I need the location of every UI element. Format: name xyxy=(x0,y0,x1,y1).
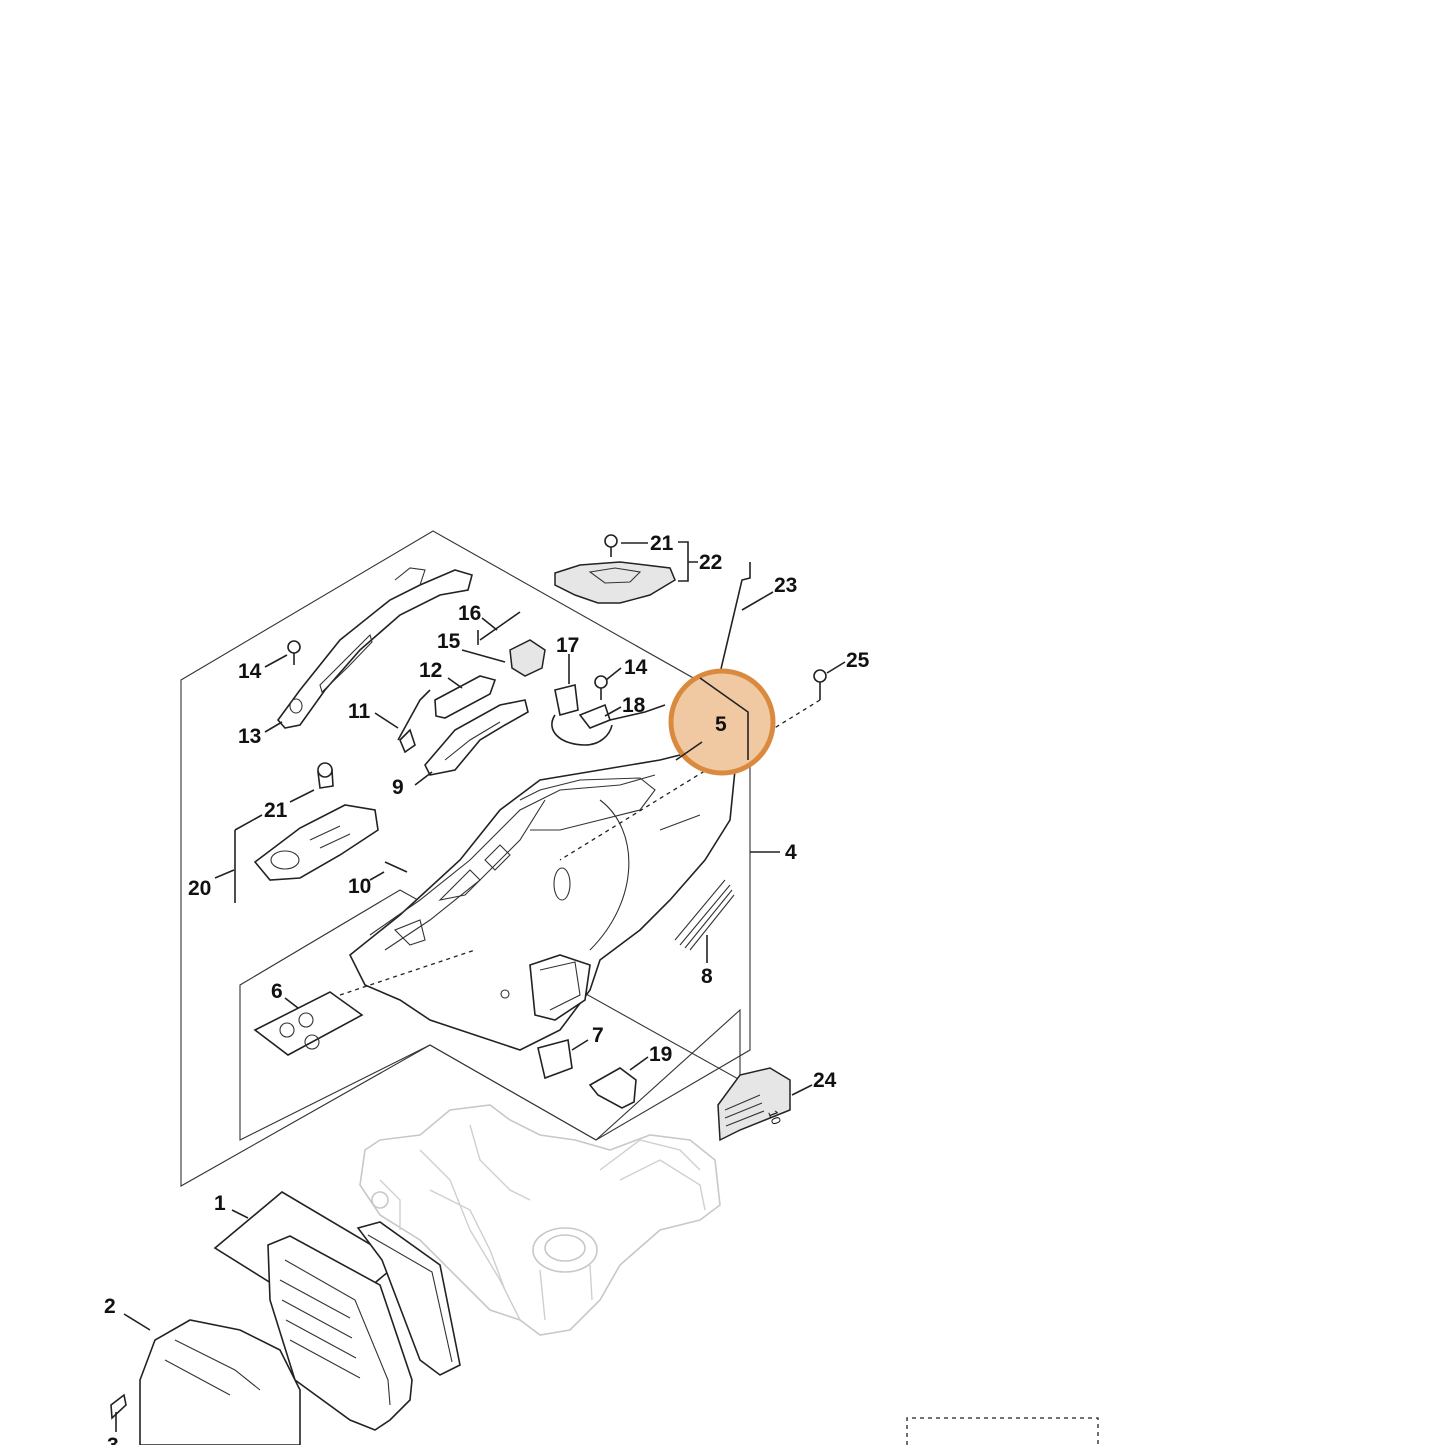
callout-13[interactable]: 13 xyxy=(238,725,261,748)
air-filter-parts xyxy=(110,1191,461,1445)
callout-22[interactable]: 22 xyxy=(699,551,722,574)
shroud-part-4 xyxy=(348,749,736,1051)
trigger-parts xyxy=(397,611,546,776)
assembly-dash-lines xyxy=(339,699,1099,1445)
callout-11[interactable]: 11 xyxy=(348,700,371,723)
callout-7[interactable]: 7 xyxy=(592,1024,604,1047)
callout-23[interactable]: 23 xyxy=(774,574,797,597)
callout-15[interactable]: 15 xyxy=(437,630,461,653)
callout-9[interactable]: 9 xyxy=(392,776,404,799)
label-parts xyxy=(253,879,735,1109)
lower-left-parts xyxy=(234,534,827,903)
callout-17[interactable]: 17 xyxy=(556,634,579,657)
callout-10[interactable]: 10 xyxy=(348,875,371,898)
callout-14a[interactable]: 14 xyxy=(238,660,262,683)
callout-labels: 1 2 3 4 6 7 8 9 10 11 12 13 14 14 15 16 … xyxy=(104,532,870,1445)
callout-12[interactable]: 12 xyxy=(419,659,442,682)
callout-6[interactable]: 6 xyxy=(271,980,283,1003)
shift-cover-marking: 10 xyxy=(765,1108,784,1127)
callout-3[interactable]: 3 xyxy=(107,1434,119,1445)
leader-lines xyxy=(123,541,846,1331)
callout-4[interactable]: 4 xyxy=(785,841,797,864)
handle-part-13 xyxy=(276,567,473,729)
callout-14b[interactable]: 14 xyxy=(624,656,648,679)
rod-part-23 xyxy=(715,562,751,691)
highlight-marker-part-5[interactable]: 5 xyxy=(668,668,776,776)
shift-cover-part-24: 10 xyxy=(717,1067,791,1142)
callout-8[interactable]: 8 xyxy=(701,965,713,988)
callout-2[interactable]: 2 xyxy=(104,1295,116,1318)
callout-1[interactable]: 1 xyxy=(214,1192,226,1215)
callout-21b[interactable]: 21 xyxy=(650,532,674,555)
callout-16[interactable]: 16 xyxy=(458,602,481,625)
callout-21a[interactable]: 21 xyxy=(264,799,288,822)
cover-part-22 xyxy=(554,561,676,604)
engine-housing-ghost xyxy=(359,1104,721,1336)
callout-19[interactable]: 19 xyxy=(649,1043,672,1066)
callout-5[interactable]: 5 xyxy=(715,713,727,736)
callout-24[interactable]: 24 xyxy=(813,1069,837,1092)
callout-25[interactable]: 25 xyxy=(846,649,870,672)
callout-20[interactable]: 20 xyxy=(188,877,211,900)
switch-parts xyxy=(551,684,666,746)
callout-18[interactable]: 18 xyxy=(622,694,646,717)
